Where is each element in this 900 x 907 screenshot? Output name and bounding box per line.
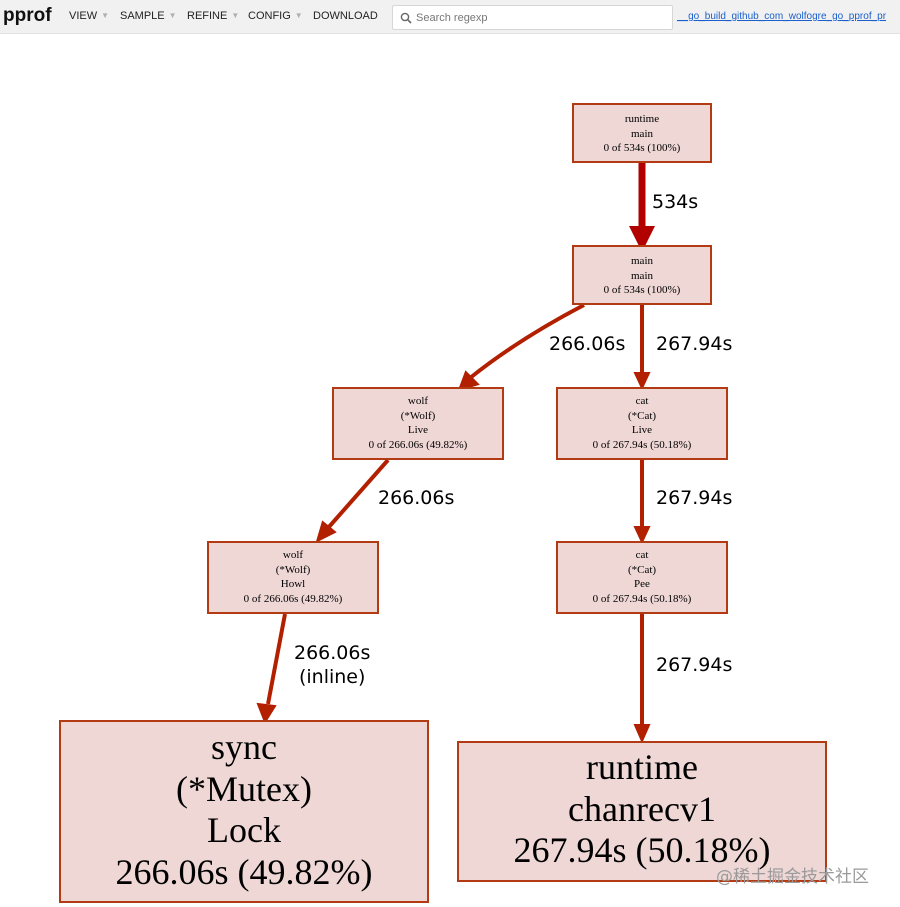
edge-label: 267.94s [656,486,732,510]
node-line: (*Cat) [627,563,657,576]
node-wolf-live[interactable]: wolf (*Wolf) Live 0 of 266.06s (49.82%) [332,387,504,460]
edge-label: 266.06s [378,486,454,510]
node-main-main[interactable]: main main 0 of 534s (100%) [572,245,712,305]
edge-wolf-howl-to-sync-lock[interactable] [256,613,287,725]
node-line: Howl [280,578,306,590]
node-line: Lock [207,810,281,850]
menu-download[interactable]: DOWNLOAD [313,10,378,22]
edge-label-text: 267.94s [656,487,733,509]
node-line: 0 of 534s (100%) [603,142,681,154]
menu-view[interactable]: VIEW▼ [69,10,109,22]
menu-refine[interactable]: REFINE▼ [187,10,239,22]
node-line: (*Wolf) [275,563,311,576]
node-wolf-howl[interactable]: wolf (*Wolf) Howl 0 of 266.06s (49.82%) [207,541,379,614]
menu-sample[interactable]: SAMPLE▼ [120,10,177,22]
menu-config-label: CONFIG [248,10,291,22]
edge-label: 266.06s [549,332,625,356]
edge-cat-pee-to-runtime-chanrecv1[interactable] [633,614,651,744]
node-line: main [631,255,653,267]
node-cat-live[interactable]: cat (*Cat) Live 0 of 267.94s (50.18%) [556,387,728,460]
menu-refine-label: REFINE [187,10,228,22]
node-line: 0 of 267.94s (50.18%) [592,438,692,451]
menu-download-label: DOWNLOAD [313,10,378,22]
caret-down-icon: ▼ [168,11,177,20]
edge-label: 267.94s [656,653,732,677]
node-line: runtime [624,113,660,125]
node-line: cat [635,549,649,561]
caret-down-icon: ▼ [101,11,110,20]
edge-label-text: 266.06s [378,487,455,509]
search-box[interactable] [392,5,673,30]
edge-main-to-wolf-live[interactable] [457,303,585,392]
edge-label-text: 267.94s [656,654,733,676]
node-line: main [631,269,653,282]
node-line: chanrecv1 [568,788,716,829]
toolbar: pprof VIEW▼ SAMPLE▼ REFINE▼ CONFIG▼ DOWN… [0,0,900,34]
edge-label-text: 266.06s [294,642,371,664]
edge-label-text: 267.94s [656,333,733,355]
edge-wolf-live-to-wolf-howl[interactable] [315,458,390,543]
node-line: (*Cat) [627,409,657,422]
node-line: wolf [282,549,304,561]
node-line: Live [407,424,429,436]
node-line: 266.06s (49.82%) [115,851,373,892]
search-icon [400,12,412,24]
watermark: @稀土掘金技术社区 [716,867,869,887]
node-line: 0 of 266.06s (49.82%) [368,438,468,451]
node-line: (*Mutex) [176,768,312,809]
node-line: 267.94s (50.18%) [513,830,771,870]
caret-down-icon: ▼ [294,11,303,20]
edge-label: 266.06s (inline) [294,641,370,689]
edge-label: 267.94s [656,332,732,356]
node-line: sync [211,727,277,767]
node-line: cat [635,395,649,407]
node-line: main [631,127,653,140]
node-line: 0 of 266.06s (49.82%) [243,592,343,605]
edge-runtime-main-to-main-main[interactable] [629,163,655,252]
caret-down-icon: ▼ [231,11,240,20]
menu-config[interactable]: CONFIG▼ [248,10,303,22]
node-runtime-chanrecv1[interactable]: runtime chanrecv1 267.94s (50.18%) [457,741,827,882]
edge-label-text: 266.06s [549,333,626,355]
node-line: wolf [407,395,429,407]
profile-link[interactable]: __go_build_github_com_wolfogre_go_pprof_… [677,11,887,22]
edge-cat-live-to-cat-pee[interactable] [633,460,651,545]
node-runtime-main[interactable]: runtime main 0 of 534s (100%) [572,103,712,163]
node-line: Pee [634,578,650,590]
node-line: 0 of 534s (100%) [603,284,681,296]
node-cat-pee[interactable]: cat (*Cat) Pee 0 of 267.94s (50.18%) [556,541,728,614]
node-line: (*Wolf) [400,409,436,422]
search-input[interactable] [416,9,666,26]
pprof-logo[interactable]: pprof [3,5,52,26]
edge-main-to-cat-live[interactable] [633,305,651,391]
menu-view-label: VIEW [69,10,98,22]
node-line: runtime [586,747,698,787]
node-line: Live [631,424,653,436]
edge-label-text: (inline) [298,666,366,688]
node-sync-mutex-lock[interactable]: sync (*Mutex) Lock 266.06s (49.82%) [59,720,429,903]
edge-label-text: 534s [652,191,699,213]
node-line: 0 of 267.94s (50.18%) [592,592,692,605]
menu-sample-label: SAMPLE [120,10,165,22]
edge-label: 534s [652,190,698,214]
